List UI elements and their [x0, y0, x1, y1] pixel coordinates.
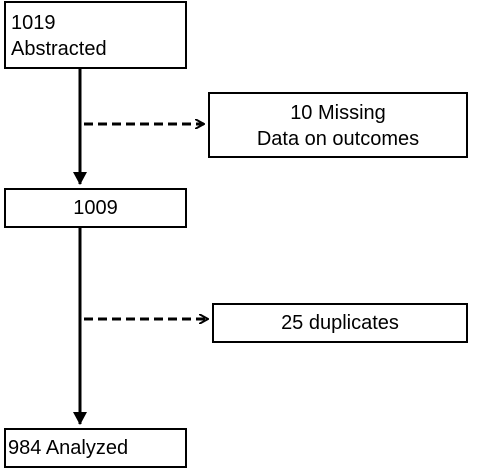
abstracted-count: 1019 — [11, 12, 56, 34]
remaining-count: 1009 — [73, 197, 118, 219]
abstracted-box: 1019 Abstracted — [4, 1, 187, 69]
duplicates-box: 25 duplicates — [212, 303, 468, 343]
analyzed-box: 984 Analyzed — [4, 428, 187, 468]
abstracted-label: Abstracted — [11, 38, 107, 60]
analyzed-label: 984 Analyzed — [8, 437, 129, 459]
missing-box: 10 Missing Data on outcomes — [208, 92, 468, 158]
remaining-box: 1009 — [4, 188, 187, 228]
missing-count-label: 10 Missing — [290, 102, 386, 124]
duplicates-label: 25 duplicates — [281, 312, 399, 334]
missing-reason-label: Data on outcomes — [256, 128, 420, 150]
